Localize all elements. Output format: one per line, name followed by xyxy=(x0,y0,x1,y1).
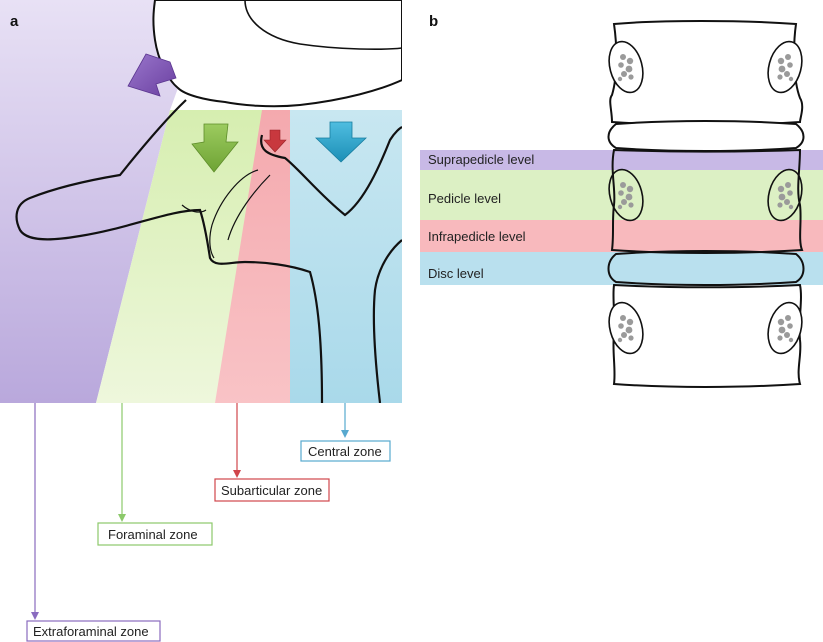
foraminal-zone-label-box: Foraminal zone xyxy=(97,522,213,546)
extraforaminal-zone-label: Extraforaminal zone xyxy=(33,624,149,639)
subarticular-zone-label: Subarticular zone xyxy=(221,483,322,498)
suprapedicle-level-band xyxy=(420,150,823,170)
extraforaminal-zone-fill xyxy=(0,0,210,403)
panel-a xyxy=(0,0,402,403)
blue-arrow-icon xyxy=(315,121,367,163)
middle-right-pedicle xyxy=(767,168,803,222)
spinal-cord-outline xyxy=(244,0,402,50)
red-arrow-icon xyxy=(263,129,287,153)
upper-disc xyxy=(607,120,805,152)
foramen-detail-1 xyxy=(209,169,259,259)
central-zone-label-box: Central zone xyxy=(300,440,391,462)
upper-left-pedicle xyxy=(608,40,644,94)
pedicle-trabecular-pattern xyxy=(617,54,794,343)
foraminal-zone-label: Foraminal zone xyxy=(108,527,198,542)
lower-disc xyxy=(607,250,805,286)
green-arrow-icon xyxy=(191,123,239,173)
foramen-detail-3 xyxy=(181,204,207,213)
extraforaminal-zone-label-box: Extraforaminal zone xyxy=(26,620,161,642)
nerve-root-outline xyxy=(15,99,324,403)
disc-level-band xyxy=(420,252,823,285)
purple-arrow-icon xyxy=(127,53,177,97)
upper-vertebra xyxy=(609,20,804,126)
subarticular-zone-label-box: Subarticular zone xyxy=(214,478,330,502)
facet-outline xyxy=(260,126,402,217)
panel-label-b: b xyxy=(429,13,438,30)
subarticular-zone-fill xyxy=(215,110,290,403)
lower-right-pedicle xyxy=(767,301,803,355)
pedicle-level-label: Pedicle level xyxy=(428,191,501,206)
middle-vertebra xyxy=(610,148,804,254)
central-zone-label: Central zone xyxy=(308,444,382,459)
infrapedicle-level-label: Infrapedicle level xyxy=(428,229,526,244)
lower-left-pedicle xyxy=(608,301,644,355)
suprapedicle-level-label: Suprapedicle level xyxy=(428,152,534,167)
upper-right-pedicle xyxy=(767,40,803,94)
middle-left-pedicle xyxy=(608,168,644,222)
lateral-recess-outline xyxy=(372,239,402,403)
vertebral-body xyxy=(152,0,402,108)
foraminal-zone-fill xyxy=(96,110,268,403)
foramen-detail-2 xyxy=(227,174,271,241)
infrapedicle-level-band xyxy=(420,220,823,252)
zone-leaders xyxy=(31,403,349,620)
panel-label-a: a xyxy=(10,13,19,30)
disc-level-label: Disc level xyxy=(428,266,484,281)
